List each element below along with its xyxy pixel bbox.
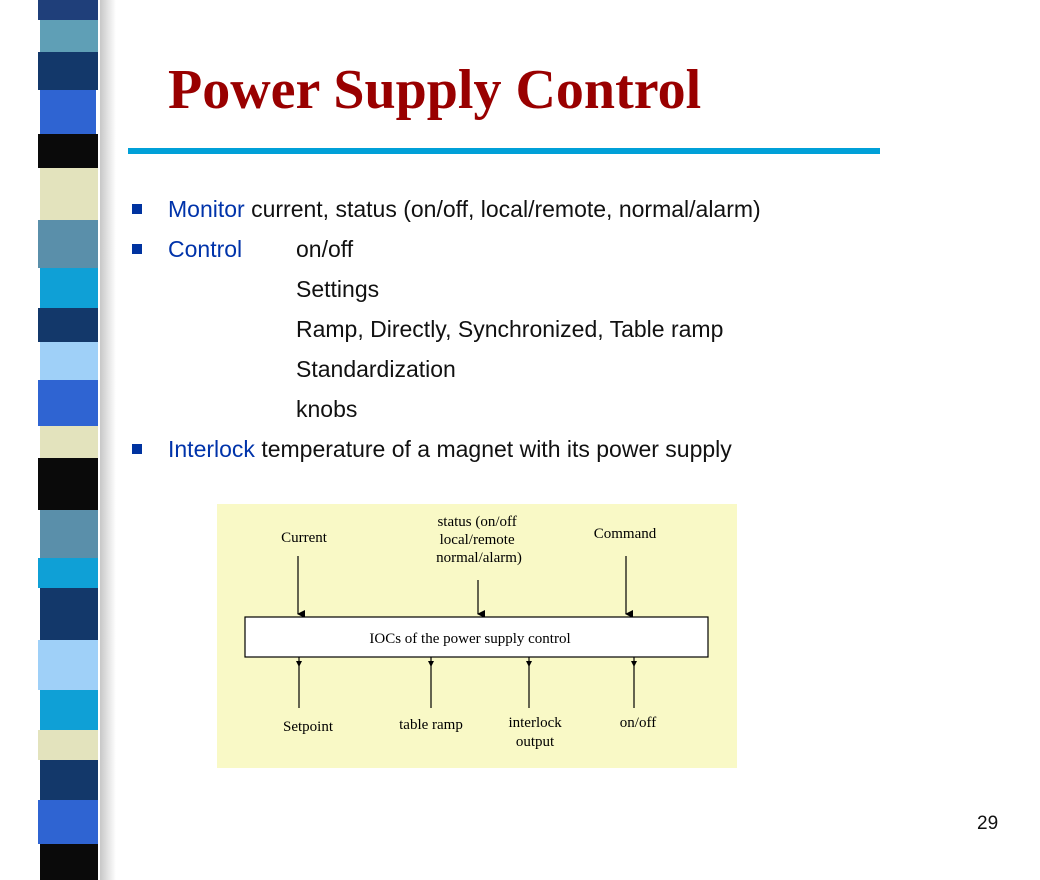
- bullet-text: temperature of a magnet with its power s…: [254, 436, 732, 462]
- output-label-onoff: on/off: [620, 715, 656, 731]
- strip-shadow: [100, 0, 116, 880]
- output-label-setpoint: Setpoint: [283, 719, 334, 735]
- control-subitem: knobs: [296, 396, 358, 422]
- output-label-interlock: interlock output: [508, 715, 565, 750]
- bullet-text: on/off: [296, 236, 354, 262]
- control-subitem: Standardization: [296, 356, 456, 382]
- bullet-text: current, status (on/off, local/remote, n…: [244, 196, 761, 222]
- bullet-keyword: Monitor: [168, 196, 245, 222]
- output-arrowhead-interlock: [526, 661, 532, 667]
- input-label-status: status (on/off local/remote normal/alarm…: [436, 514, 522, 566]
- slide-title: Power Supply Control: [168, 59, 702, 121]
- square-bullet-icon: [132, 203, 142, 214]
- ioc-box: [244, 616, 709, 658]
- control-subitem: Settings: [296, 276, 380, 302]
- input-label-current: Current: [281, 530, 328, 546]
- ioc-box-label: IOCs of the power supply control: [369, 631, 570, 647]
- page-number: 29: [977, 813, 999, 834]
- output-label-table-ramp: table ramp: [399, 717, 463, 733]
- bullet-keyword: Interlock: [168, 436, 255, 462]
- control-subitem: Ramp, Directly, Synchronized, Table ramp: [296, 316, 724, 342]
- decorative-strip: [38, 0, 98, 880]
- bullet-interlock: Interlock temperature of a magnet with i…: [132, 438, 732, 461]
- output-arrowhead-onoff: [631, 661, 637, 667]
- bullet-control: Control on/off: [132, 236, 353, 262]
- output-arrowhead-setpoint: [296, 661, 302, 667]
- bullet-monitor: Monitor current, status (on/off, local/r…: [132, 198, 761, 221]
- input-label-command: Command: [594, 526, 657, 542]
- title-underline: [128, 148, 880, 154]
- square-bullet-icon: [132, 443, 142, 454]
- square-bullet-icon: [132, 243, 142, 254]
- output-arrowhead-table-ramp: [428, 661, 434, 667]
- bullet-keyword: Control: [168, 236, 243, 262]
- ioc-diagram: Current status (on/off local/remote norm…: [217, 504, 737, 768]
